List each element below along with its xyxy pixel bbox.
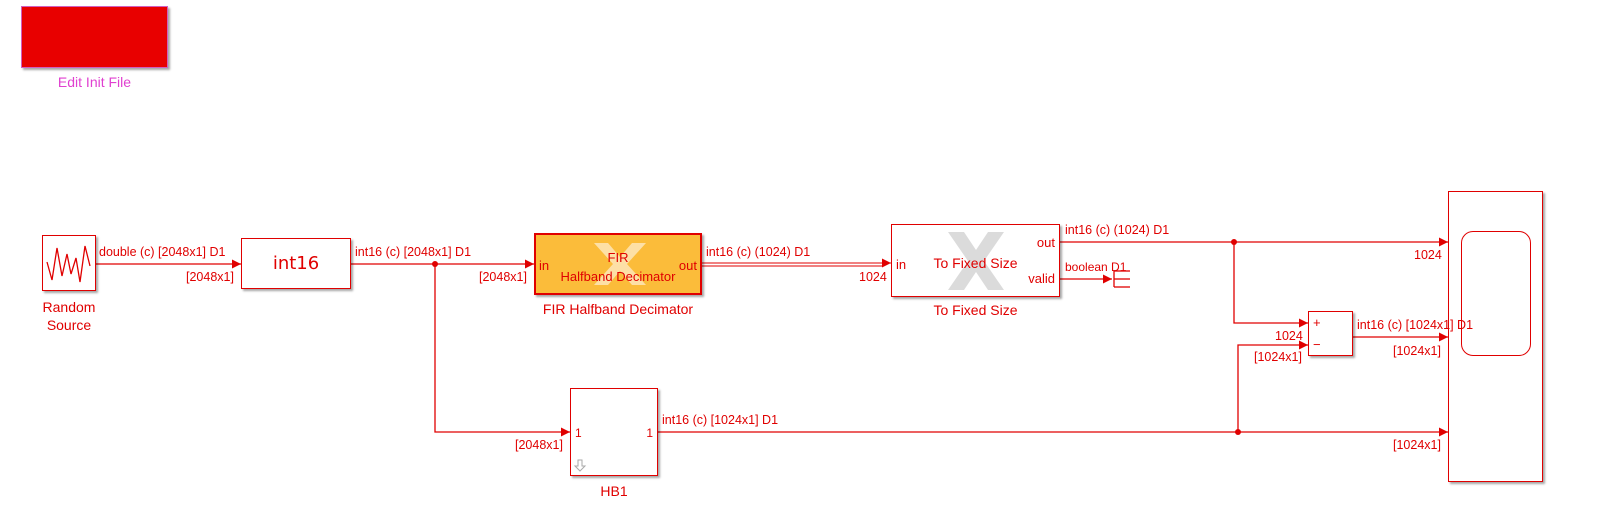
branch-point — [1235, 429, 1241, 435]
signal-dim-label: [2048x1] — [186, 270, 234, 284]
xilinx-logo-icon — [948, 232, 1004, 290]
fir-in-port: in — [539, 258, 550, 273]
branch-point — [1231, 239, 1237, 245]
hb1-subsystem-block[interactable]: 1 1 — [570, 388, 658, 476]
signal-type-label: int16 (c) [2048x1] D1 — [355, 245, 472, 259]
down-arrow-icon — [573, 459, 587, 472]
fixed-valid-port: valid — [1028, 271, 1055, 286]
branch-point — [432, 261, 438, 267]
signal-type-label: int16 (c) (1024) D1 — [706, 245, 811, 259]
signal-dim-label: 1024 — [1414, 248, 1442, 262]
random-source-block[interactable] — [42, 235, 96, 291]
fir-title-1: FIR — [607, 250, 629, 265]
wire-branch-to-sum-plus — [1233, 242, 1308, 328]
edit-init-file-button[interactable] — [21, 6, 168, 68]
signal-type-label: double (c) [2048x1] D1 — [99, 245, 226, 259]
sum-block[interactable]: + − — [1308, 311, 1353, 356]
signal-dim-label: [1024x1] — [1393, 344, 1441, 358]
signal-dim-label: [1024x1] — [1393, 438, 1441, 452]
hb1-label: HB1 — [600, 483, 628, 499]
signal-dim-label: [2048x1] — [479, 270, 527, 284]
convert-type-text: int16 — [272, 253, 320, 274]
fir-out-port: out — [678, 258, 697, 273]
data-type-conversion-block[interactable]: int16 — [241, 238, 351, 289]
terminator-icon — [1113, 270, 1130, 288]
hb1-in-port: 1 — [575, 426, 582, 440]
scope-block[interactable] — [1448, 191, 1543, 482]
signal-dim-label: 1024 — [859, 270, 887, 284]
signal-type-label: int16 (c) [1024x1] D1 — [1357, 318, 1474, 332]
to-fixed-size-label: To Fixed Size — [933, 302, 1018, 318]
fir-block-label: FIR Halfband Decimator — [542, 301, 694, 317]
edit-init-file-label[interactable]: Edit Init File — [57, 74, 132, 90]
fixed-out-port: out — [1036, 235, 1055, 250]
signal-dim-label: [1024x1] — [1254, 350, 1302, 364]
fir-halfband-decimator-block[interactable]: FIR Halfband Decimator in out — [534, 233, 702, 295]
fixed-in-port: in — [896, 257, 907, 272]
wire-branch-to-hb1 — [434, 264, 570, 437]
fir-title-2: Halfband Decimator — [560, 269, 676, 284]
wire-branch-to-sum-minus — [1237, 340, 1308, 432]
signal-type-label: int16 (c) [1024x1] D1 — [662, 413, 779, 427]
random-source-label: Random Source — [42, 299, 96, 333]
signal-type-label: boolean D1 — [1065, 260, 1127, 273]
hb1-out-port: 1 — [646, 426, 653, 440]
sum-minus-sign: − — [1313, 337, 1321, 352]
to-fixed-size-block[interactable]: To Fixed Size in out valid — [891, 224, 1060, 297]
signal-dim-label: 1024 — [1275, 329, 1303, 343]
noise-waveform-icon — [46, 245, 91, 283]
sum-plus-sign: + — [1313, 315, 1321, 330]
xilinx-logo-icon — [594, 243, 646, 285]
signal-dim-label: [2048x1] — [515, 438, 563, 452]
fixed-title: To Fixed Size — [933, 255, 1018, 271]
signal-type-label: int16 (c) (1024) D1 — [1065, 223, 1170, 237]
scope-screen — [1461, 231, 1531, 356]
